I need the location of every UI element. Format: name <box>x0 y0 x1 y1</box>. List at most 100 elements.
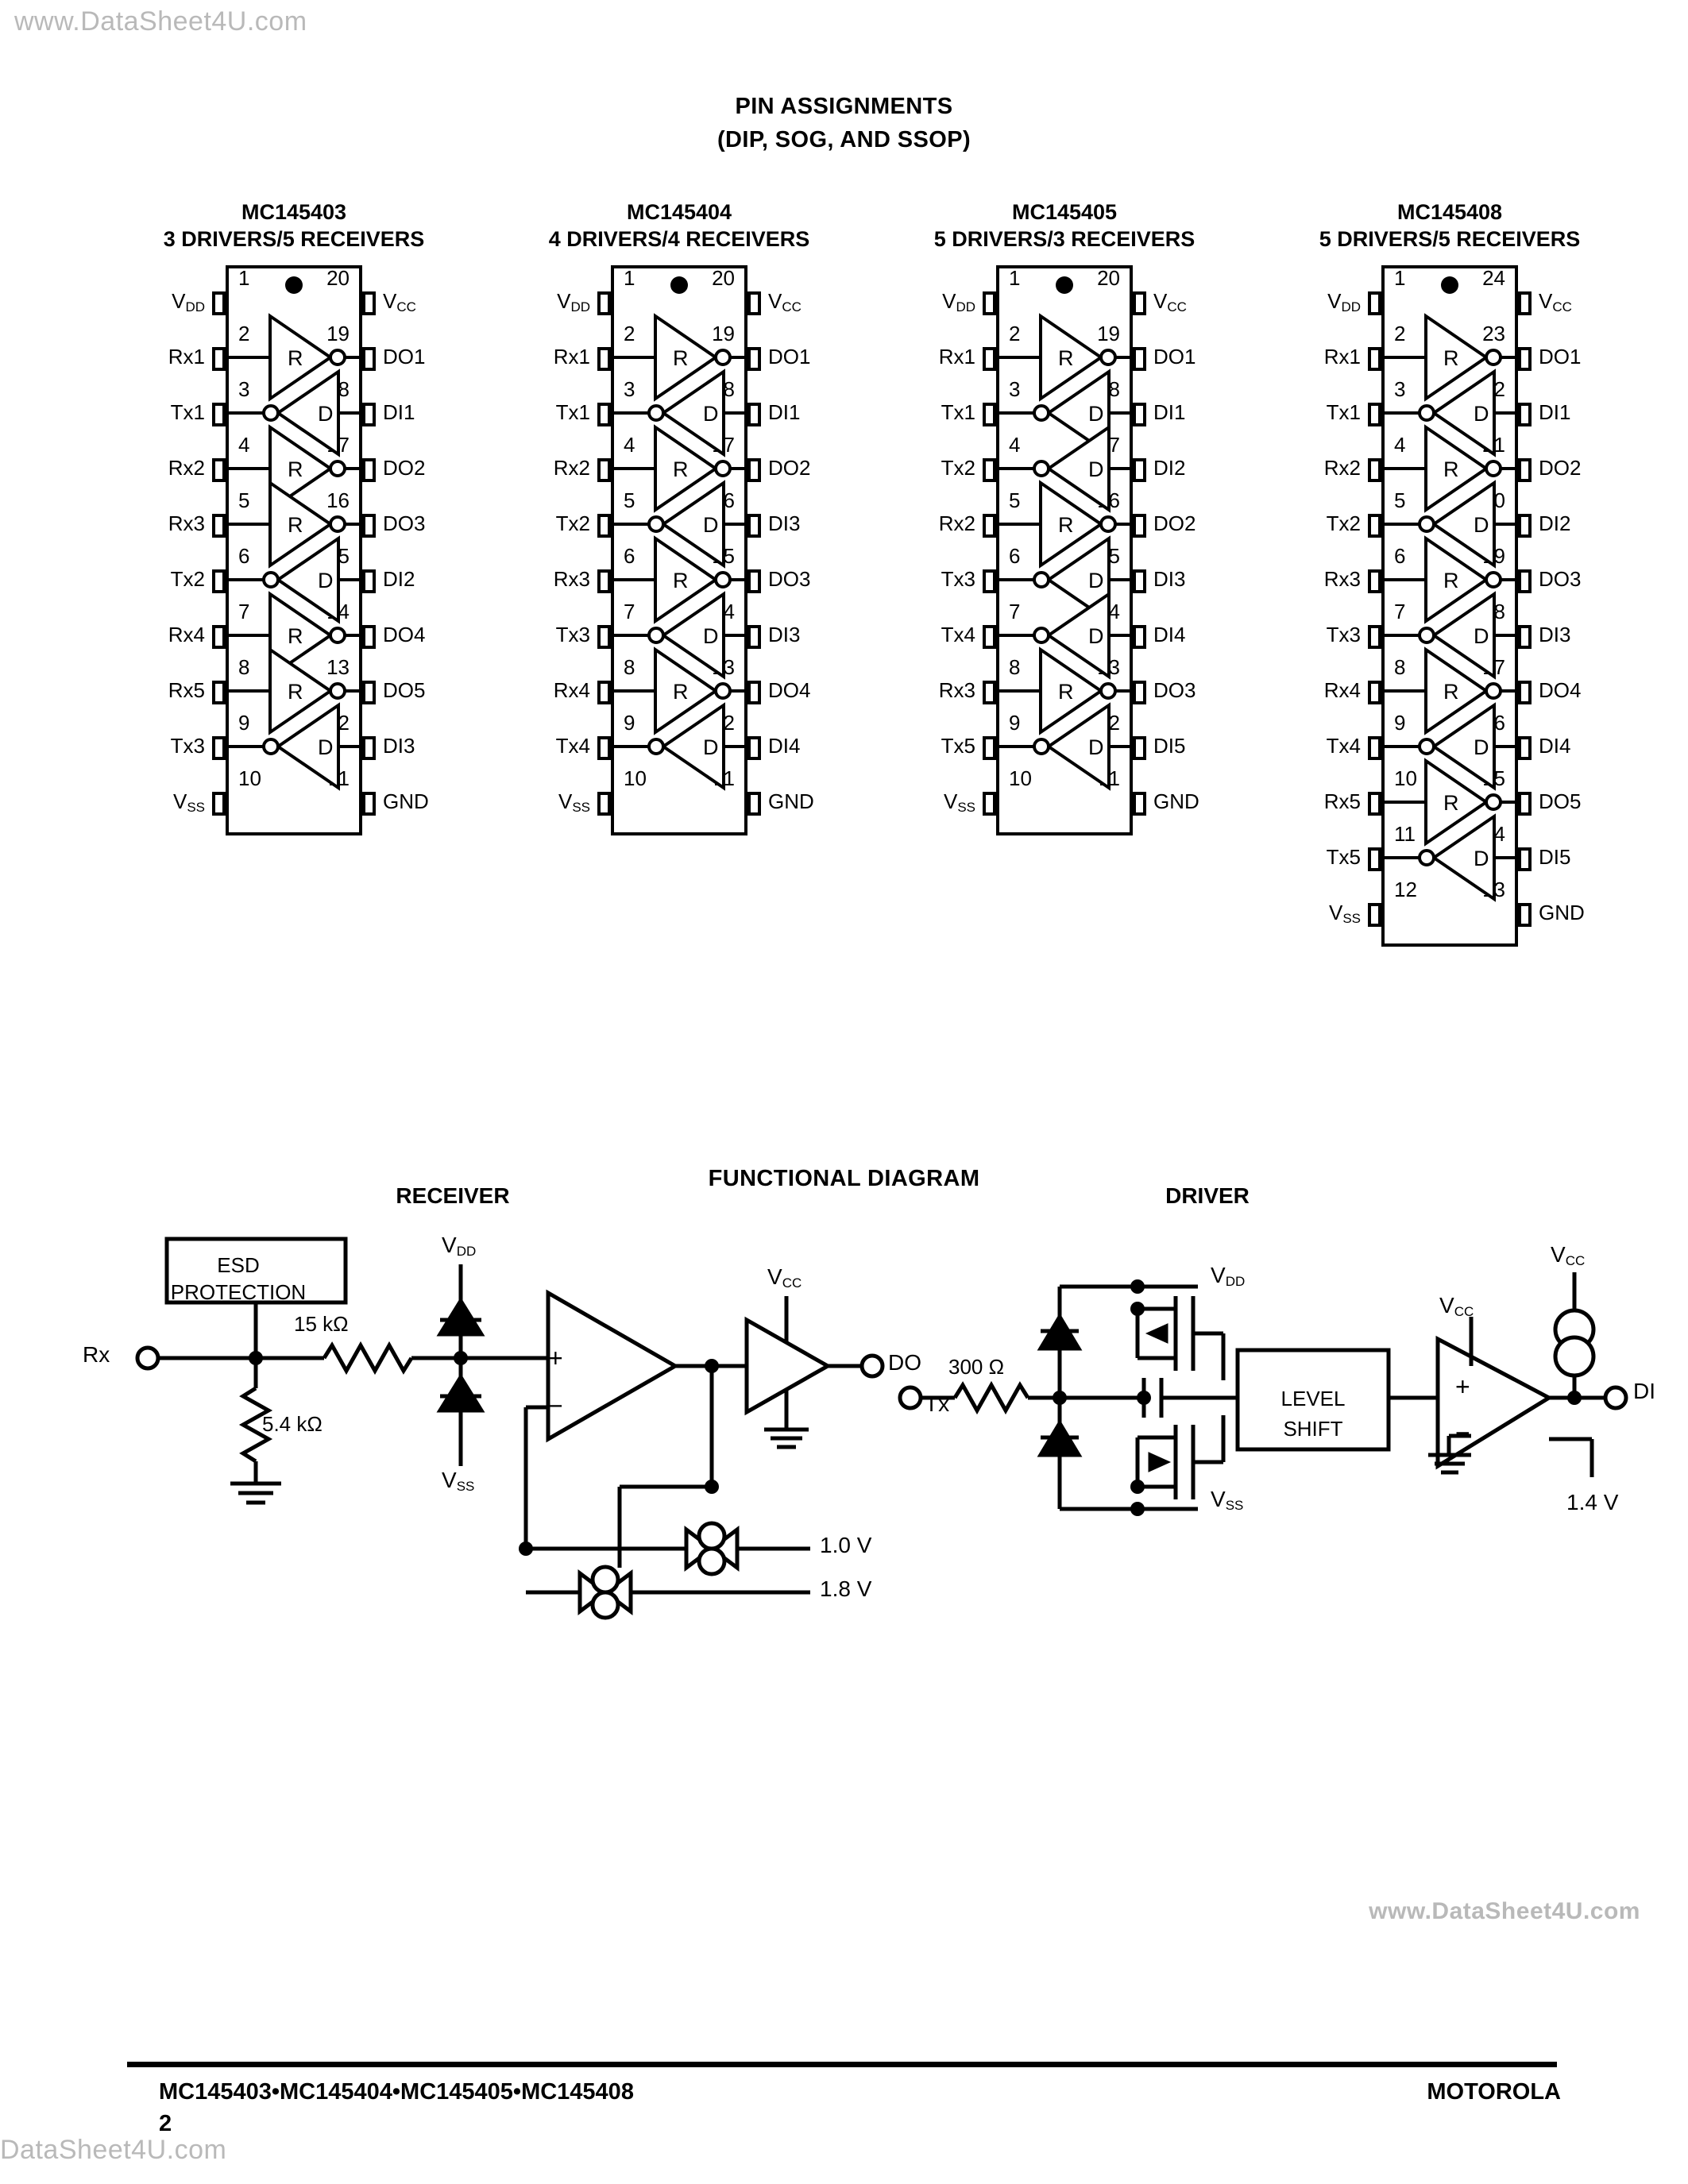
package-part-number: MC145408 <box>1396 200 1503 224</box>
pin-pad[interactable] <box>1368 347 1381 371</box>
pin-pad[interactable] <box>597 291 611 315</box>
pin-pad[interactable] <box>1518 347 1532 371</box>
pin-pad[interactable] <box>597 403 611 426</box>
pin-pad[interactable] <box>212 347 226 371</box>
pin-pad[interactable] <box>1133 736 1146 760</box>
pin-pad[interactable] <box>983 625 996 649</box>
pin-pad[interactable] <box>747 681 761 704</box>
pin-pad[interactable] <box>983 458 996 482</box>
pin-pad[interactable] <box>1518 403 1532 426</box>
gate-letter: D <box>703 624 719 648</box>
pin-pad[interactable] <box>983 792 996 816</box>
pin-pad[interactable] <box>747 792 761 816</box>
drv-vdd-v: V <box>1211 1263 1226 1287</box>
pin-pad[interactable] <box>747 625 761 649</box>
pin-pad[interactable] <box>1133 625 1146 649</box>
pin-number: 6 <box>1009 544 1021 568</box>
pin-pad[interactable] <box>1368 625 1381 649</box>
pin-pad[interactable] <box>1133 792 1146 816</box>
pin-label: DI3 <box>768 511 801 535</box>
pin-pad[interactable] <box>1368 458 1381 482</box>
pin-pad[interactable] <box>362 792 376 816</box>
pin-pad[interactable] <box>983 403 996 426</box>
comparator-minus-label: − <box>548 1391 563 1420</box>
pin-pad[interactable] <box>747 347 761 371</box>
pin-pad[interactable] <box>362 625 376 649</box>
pin-pad[interactable] <box>212 403 226 426</box>
pin-pad[interactable] <box>747 569 761 593</box>
pin-pad[interactable] <box>747 736 761 760</box>
pin-pad[interactable] <box>597 625 611 649</box>
pin-pad[interactable] <box>1518 514 1532 538</box>
pin-pad[interactable] <box>983 736 996 760</box>
pin-pad[interactable] <box>1518 458 1532 482</box>
pin-pad[interactable] <box>1518 903 1532 927</box>
pin-pad[interactable] <box>1368 847 1381 871</box>
pin-pad[interactable] <box>1518 681 1532 704</box>
pin-pad[interactable] <box>1368 514 1381 538</box>
pin-pad[interactable] <box>212 625 226 649</box>
pin-pad[interactable] <box>1133 681 1146 704</box>
pin-pad[interactable] <box>1518 847 1532 871</box>
pin-pad[interactable] <box>1133 347 1146 371</box>
pin-pad[interactable] <box>1133 569 1146 593</box>
pin-pad[interactable] <box>212 514 226 538</box>
pin-pad[interactable] <box>1518 625 1532 649</box>
pin-pad[interactable] <box>362 458 376 482</box>
pin-pad[interactable] <box>597 458 611 482</box>
pin-pad[interactable] <box>1518 569 1532 593</box>
pin-label: DI4 <box>768 734 801 758</box>
pin-pad[interactable] <box>597 569 611 593</box>
pin-pad[interactable] <box>983 681 996 704</box>
level-shift-line-1: LEVEL <box>1280 1387 1346 1410</box>
pin-label: Tx2 <box>170 567 205 591</box>
pin-pad[interactable] <box>362 291 376 315</box>
pin-pad[interactable] <box>362 681 376 704</box>
pin-number: 6 <box>1394 544 1406 568</box>
pin-pad[interactable] <box>597 347 611 371</box>
pin-pad[interactable] <box>212 291 226 315</box>
pin-pad[interactable] <box>1368 736 1381 760</box>
pin-pad[interactable] <box>1133 458 1146 482</box>
pin-pad[interactable] <box>747 291 761 315</box>
pin-pad[interactable] <box>1133 291 1146 315</box>
pin-pad[interactable] <box>1368 403 1381 426</box>
pin-pad[interactable] <box>747 403 761 426</box>
pin-pad[interactable] <box>1133 514 1146 538</box>
driver-diagram-title: DRIVER <box>1165 1183 1250 1208</box>
pin-pad[interactable] <box>597 514 611 538</box>
pin-pad[interactable] <box>597 681 611 704</box>
pin-label: GND <box>768 789 814 813</box>
pin-pad[interactable] <box>1368 291 1381 315</box>
pin-pad[interactable] <box>747 458 761 482</box>
pin-pad[interactable] <box>1518 792 1532 816</box>
pin-pad[interactable] <box>597 736 611 760</box>
pin-pad[interactable] <box>212 569 226 593</box>
pin-pad[interactable] <box>212 736 226 760</box>
pin-pad[interactable] <box>983 569 996 593</box>
pin-pad[interactable] <box>1518 736 1532 760</box>
pin-pad[interactable] <box>362 347 376 371</box>
pin-pad[interactable] <box>597 792 611 816</box>
pin-pad[interactable] <box>212 792 226 816</box>
pin-pad[interactable] <box>362 403 376 426</box>
pin-pad[interactable] <box>212 458 226 482</box>
pin-pad[interactable] <box>1518 291 1532 315</box>
pin-pad[interactable] <box>362 736 376 760</box>
pin-pad[interactable] <box>983 514 996 538</box>
pin-pad[interactable] <box>747 514 761 538</box>
pin-label: Tx4 <box>941 623 975 646</box>
pin-pad[interactable] <box>362 569 376 593</box>
pin-pad[interactable] <box>983 291 996 315</box>
pin-pad[interactable] <box>1133 403 1146 426</box>
pin-pad[interactable] <box>362 514 376 538</box>
pin-pad[interactable] <box>212 681 226 704</box>
pin-pad[interactable] <box>1368 792 1381 816</box>
receiver-gate: R <box>614 424 744 513</box>
pin-pad[interactable] <box>1368 569 1381 593</box>
pin-pad[interactable] <box>1368 681 1381 704</box>
pin-pad[interactable] <box>983 347 996 371</box>
gate-letter: D <box>318 569 334 592</box>
pin-pad[interactable] <box>1368 903 1381 927</box>
